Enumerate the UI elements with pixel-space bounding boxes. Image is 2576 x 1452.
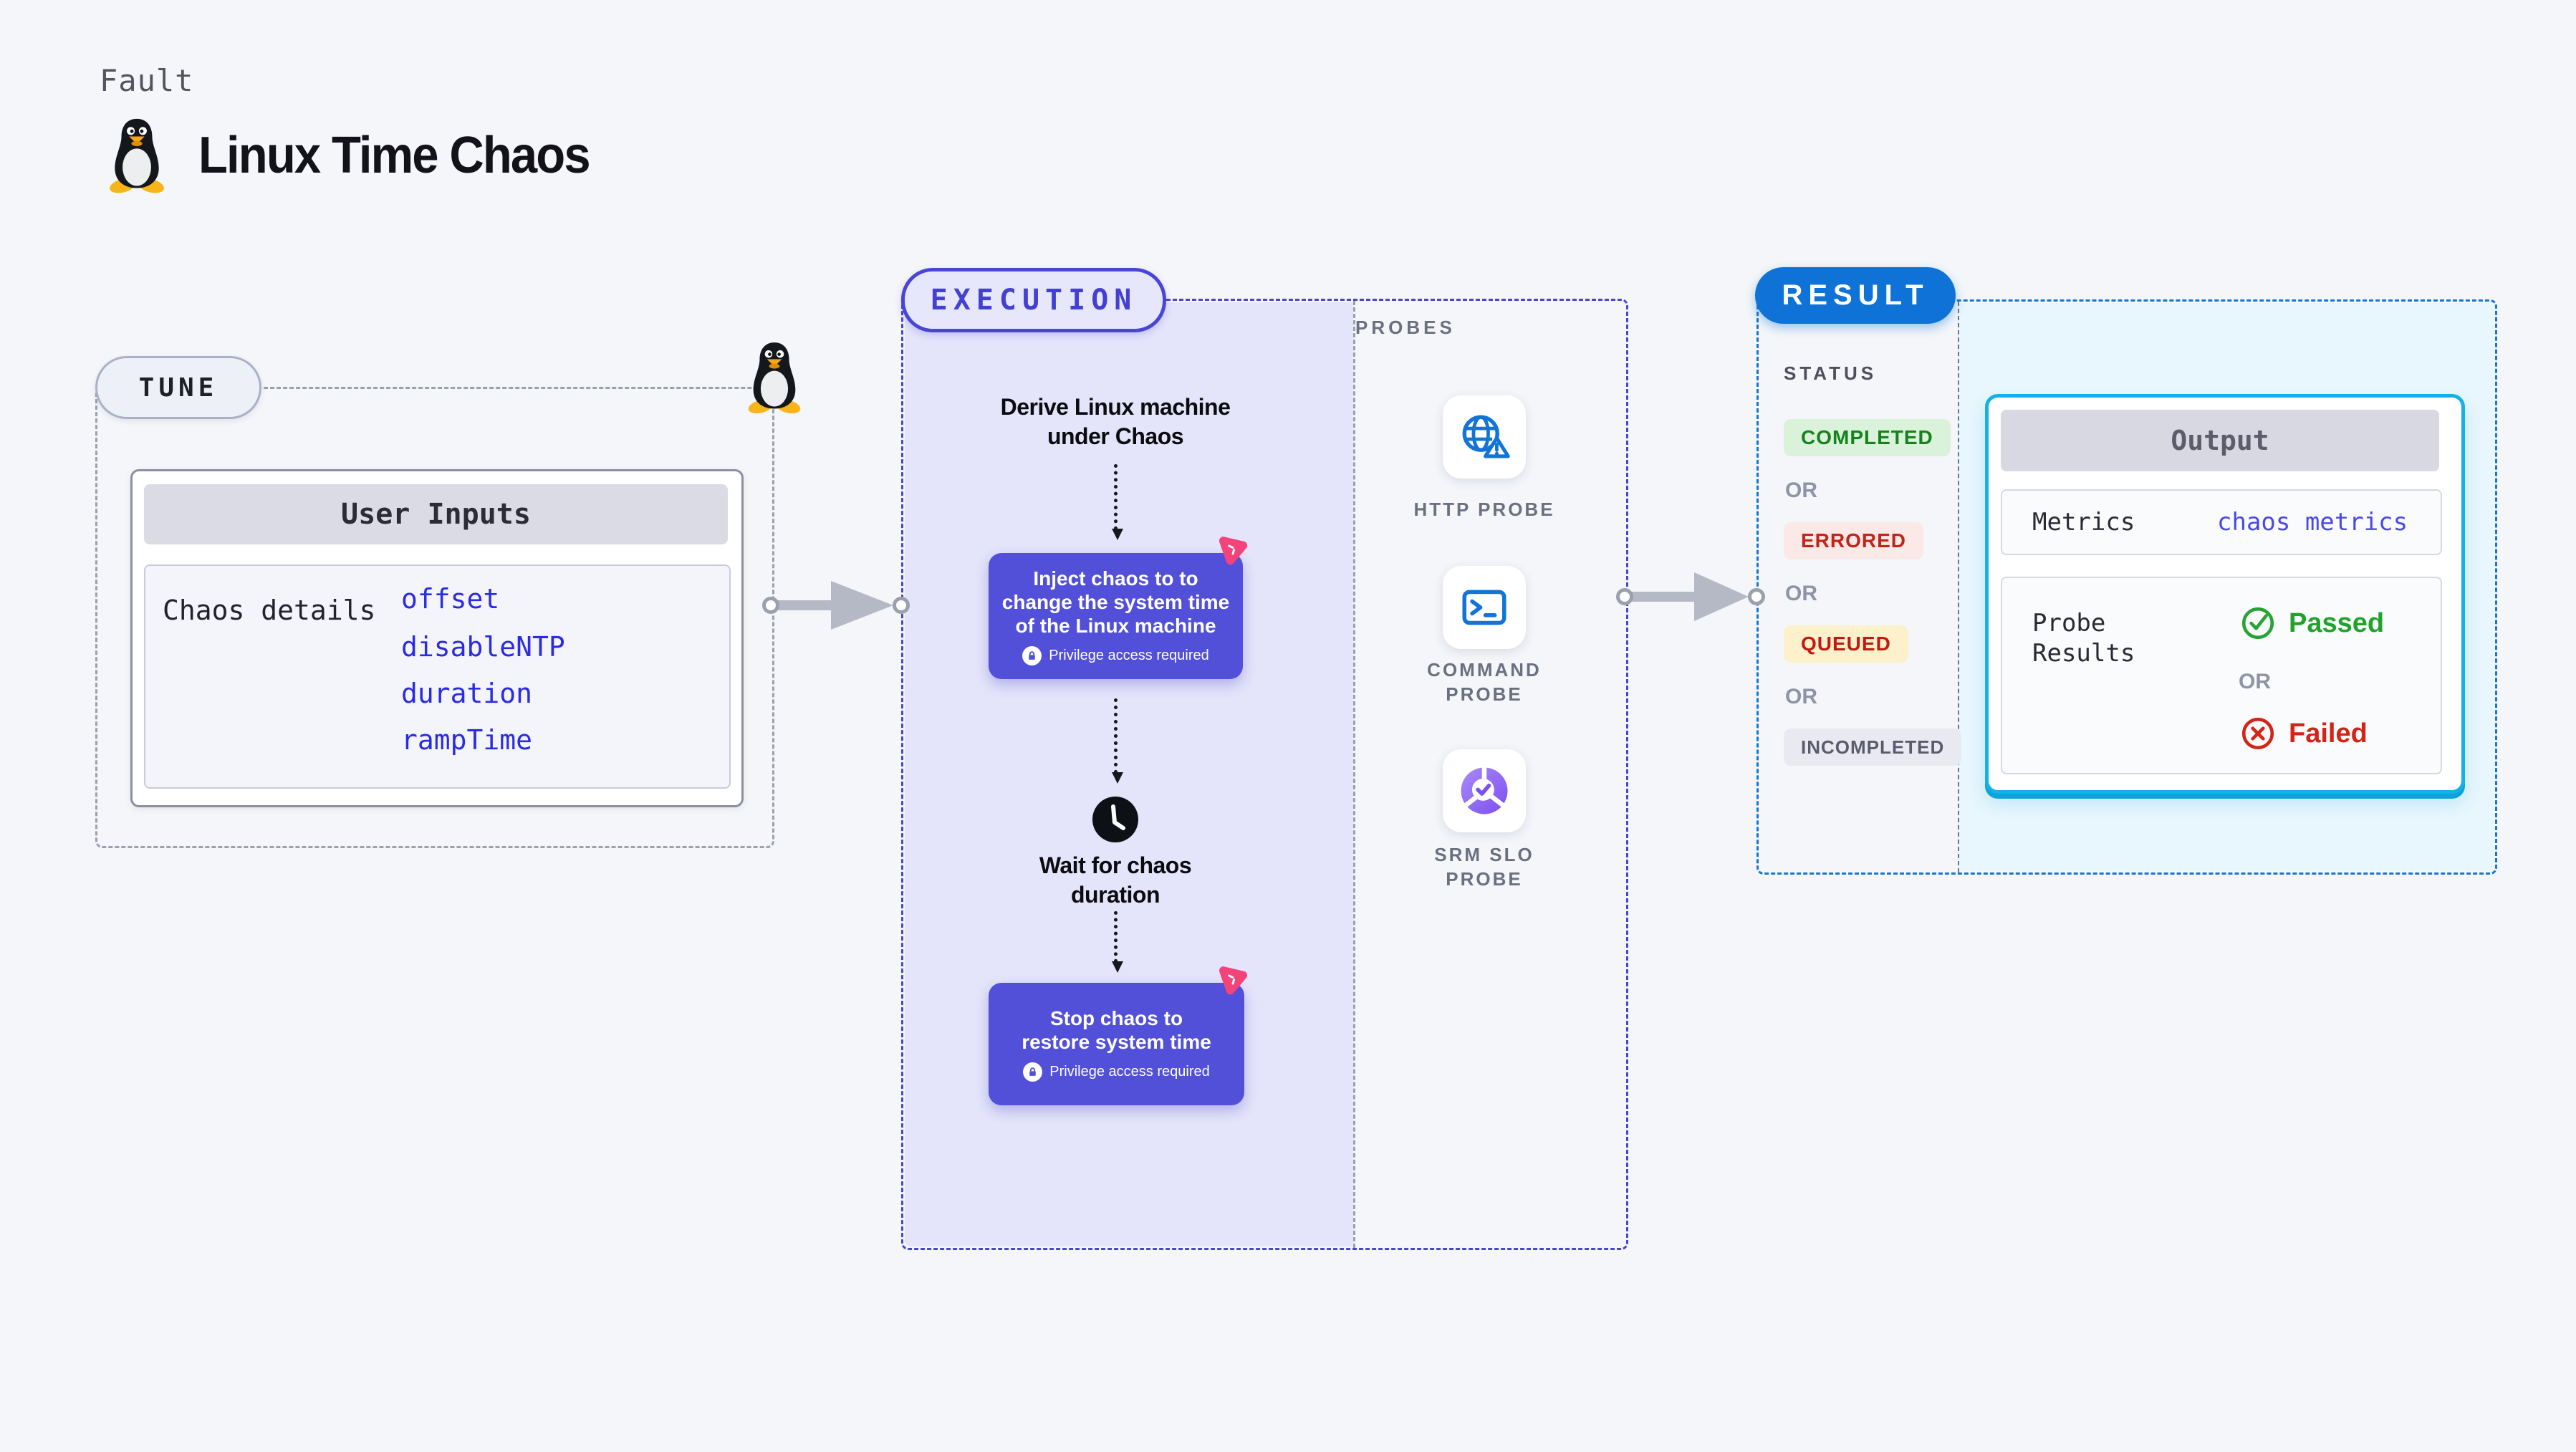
user-inputs-body [144,564,731,789]
failed-label: Failed [2289,718,2368,749]
stop-step-text: Stop chaos to restore system time [1022,1007,1211,1053]
page-eyebrow: Fault [100,63,194,98]
execution-badge[interactable]: EXECUTION [901,268,1166,332]
lock-icon [1023,1062,1043,1082]
status-divider [1958,302,1959,872]
or-separator: OR [1785,582,1817,605]
derive-step-text: Derive Linux machine under Chaos [1000,394,1231,449]
lock-icon [1022,646,1042,665]
x-circle-icon [2240,716,2276,751]
tux-penguin-icon [743,338,806,414]
param-link-disablentp[interactable]: disableNTP [401,631,565,663]
page-title: Linux Time Chaos [198,127,591,184]
http-probe-card[interactable] [1443,395,1526,479]
status-badge-errored: ERRORED [1784,522,1924,559]
or-separator: OR [1785,479,1817,502]
status-badge-incompleted: INCOMPLETED [1784,729,1962,766]
tune-badge[interactable]: TUNE [95,356,261,419]
privilege-label: Privilege access required [1049,648,1209,663]
status-title: STATUS [1784,362,1878,384]
connector-dot [893,597,910,614]
inject-chaos-step: Inject chaos to to change the system tim… [989,553,1243,679]
or-separator: OR [1785,685,1817,708]
passed-label: Passed [2289,607,2385,638]
metrics-label: Metrics [2032,508,2135,537]
connector-dot [1748,588,1765,605]
param-link-offset[interactable]: offset [401,583,500,615]
stop-chaos-step: Stop chaos to restore system time Privil… [989,983,1244,1105]
user-inputs-header: User Inputs [144,484,728,544]
chaos-logo-icon [1214,961,1251,998]
probe-results-row: Probe Results Passed OR Failed [2001,577,2442,774]
check-circle-icon [2240,605,2276,641]
connector-dot [1616,588,1633,605]
command-probe-card[interactable] [1443,566,1526,649]
privilege-row: Privilege access required [1023,1062,1210,1082]
tux-penguin-icon [104,115,170,193]
command-probe-label: COMMAND PROBE [1427,659,1542,705]
param-link-duration[interactable]: duration [401,678,533,709]
param-link-ramptime[interactable]: rampTime [401,724,533,756]
result-badge[interactable]: RESULT [1755,267,1956,324]
slo-donut-icon [1456,763,1512,819]
failed-result: Failed [2240,716,2368,751]
tune-section-box [95,387,774,848]
output-header: Output [2001,410,2439,471]
probes-title: PROBES [1355,317,1456,338]
privilege-label: Privilege access required [1049,1064,1210,1080]
flow-arrow-down [1112,911,1123,973]
globe-alert-icon [1457,410,1512,464]
inject-step-text: Inject chaos to to change the system tim… [1001,567,1230,637]
srm-slo-probe-card[interactable] [1443,749,1526,832]
metrics-row: Metrics chaos metrics [2001,489,2442,555]
execution-to-result-arrow [1616,572,1767,621]
status-badge-queued: QUEUED [1784,625,1908,663]
chaos-metrics-link[interactable]: chaos metrics [2217,508,2408,537]
srm-slo-probe-label: SRM SLO PROBE [1434,844,1534,890]
status-badge-completed: COMPLETED [1784,419,1951,456]
http-probe-label: HTTP PROBE [1413,499,1555,520]
privilege-row: Privilege access required [1022,646,1209,665]
chaos-details-label: Chaos details [163,595,376,626]
connector-dot [762,597,779,614]
wait-step-text: Wait for chaos duration [1039,852,1192,908]
terminal-icon [1458,581,1511,634]
or-separator: OR [2239,670,2271,693]
probe-results-label: Probe Results [2032,609,2135,668]
flow-arrow-down [1112,464,1123,540]
tune-to-execution-arrow [762,581,913,630]
flow-arrow-down [1112,698,1123,784]
probes-divider [1353,301,1355,1248]
chaos-logo-icon [1214,531,1251,568]
clock-icon [1091,795,1140,844]
passed-result: Passed [2240,605,2384,641]
